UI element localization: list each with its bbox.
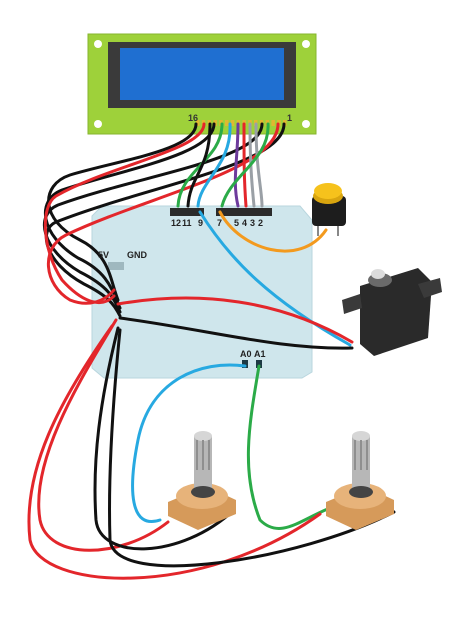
lcd-header-pin	[225, 120, 229, 126]
servo-shaft	[371, 269, 385, 279]
wire-red-pot	[27, 324, 322, 580]
lcd-mount-hole	[94, 120, 102, 128]
wire-orange-button	[218, 210, 328, 253]
arduino-board	[91, 205, 313, 379]
wire-red	[242, 122, 248, 208]
wire-green	[220, 122, 270, 208]
power-header	[108, 262, 124, 270]
lcd-mount-hole	[302, 40, 310, 48]
digital-pin-2-label: 2	[258, 218, 263, 228]
wire-black-servo	[118, 316, 354, 350]
wire-black-pot	[108, 328, 396, 568]
servo-tab	[418, 278, 442, 298]
digital-pin-4-label: 4	[242, 218, 247, 228]
digital-pin-7-label: 7	[217, 218, 222, 228]
lcd-header-pin	[213, 120, 217, 126]
digital-pin-5-label: 5	[234, 218, 239, 228]
lcd-16x2-display	[87, 33, 317, 135]
power-gnd-label: GND	[127, 250, 148, 260]
potentiometer-right	[326, 431, 394, 530]
wire-red	[47, 122, 280, 305]
wire-blue	[196, 122, 232, 208]
wire-purple	[233, 122, 240, 208]
wire-black-pot	[93, 326, 236, 551]
potentiometer-left	[168, 431, 236, 530]
wire-red-pot	[37, 318, 170, 552]
lcd-header-pin	[230, 120, 235, 126]
analog-pin-a1	[256, 360, 262, 368]
wire-gray	[254, 122, 264, 208]
lcd-mount-hole	[302, 120, 310, 128]
lcd-pin-16-label: 16	[188, 113, 198, 123]
lcd-pin-1-label: 1	[287, 113, 292, 123]
digital-pin-3-label: 3	[250, 218, 255, 228]
servo-tab	[342, 294, 362, 314]
lcd-screen	[120, 48, 284, 100]
digital-header-left	[170, 208, 204, 216]
lcd-mount-hole	[94, 40, 102, 48]
wire-red-servo	[116, 296, 354, 344]
wire-red	[43, 122, 206, 305]
analog-a1-label: A1	[254, 349, 266, 359]
analog-pin-a0	[242, 360, 248, 368]
wire-black	[44, 122, 216, 310]
servo-motor	[342, 268, 442, 356]
power-5v-label: 5V	[98, 250, 109, 260]
lcd-header-pin	[196, 120, 200, 126]
wire-black	[186, 122, 212, 208]
lcd-header-pin	[271, 120, 275, 126]
digital-pin-9-label: 9	[198, 218, 203, 228]
wire-gray	[248, 122, 256, 208]
push-button	[312, 183, 346, 236]
wire-black	[47, 122, 198, 302]
wire-blue-servo-signal	[198, 210, 352, 347]
digital-header-right	[216, 208, 272, 216]
button-base	[312, 196, 346, 226]
digital-pin-11-label: 11	[182, 218, 192, 228]
wire-green-a1	[246, 364, 332, 530]
servo-body	[360, 268, 432, 356]
wire-black	[42, 122, 264, 314]
digital-pin-12-label: 12	[171, 218, 181, 228]
analog-a0-label: A0	[240, 349, 252, 359]
wires	[27, 122, 396, 580]
button-cap	[314, 183, 342, 199]
wire-blue-a0	[131, 363, 247, 523]
